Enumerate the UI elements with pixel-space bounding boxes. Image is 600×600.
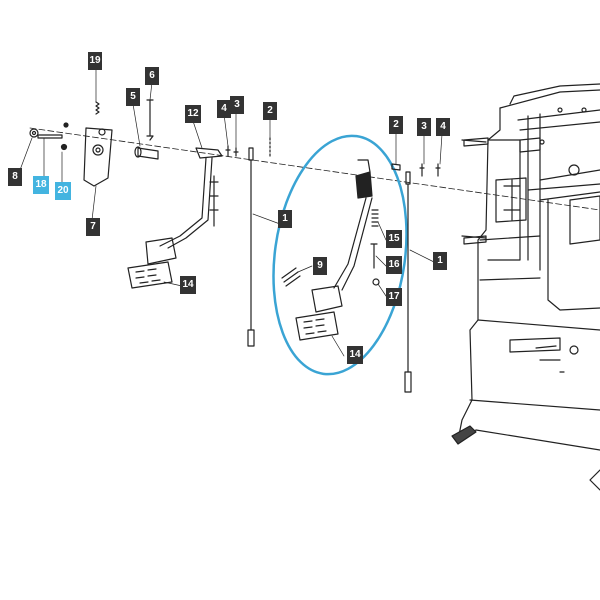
callout-12: 12 (185, 105, 201, 123)
rod-1-right (404, 171, 412, 393)
left-hardware-stack (29, 122, 69, 151)
callout-18: 18 (33, 176, 49, 194)
callout-8: 8 (8, 168, 22, 186)
leader-lines (19, 69, 443, 357)
callout-14-left: 14 (180, 276, 196, 294)
brake-pedal-assembly (281, 159, 380, 341)
callout-2-right: 2 (389, 116, 403, 134)
callout-14-right: 14 (347, 346, 363, 364)
callout-1-left: 1 (278, 210, 292, 228)
callout-3-right: 3 (417, 118, 431, 136)
callout-15: 15 (386, 230, 402, 248)
spring-15 (371, 209, 379, 227)
spring-19 (95, 101, 100, 115)
rod-1-left (247, 147, 255, 347)
clutch-pedal-assembly (127, 147, 223, 289)
callout-19: 19 (88, 52, 102, 70)
hardware-3-right (419, 163, 425, 177)
chassis-frame (451, 83, 600, 491)
hardware-4-left (225, 145, 231, 157)
highlight-ring (272, 134, 408, 376)
pedal-pad-right (295, 311, 339, 341)
pedal-bracket-plate (83, 127, 113, 187)
spring-9 (281, 267, 301, 287)
callout-1-right: 1 (433, 252, 447, 270)
callout-5: 5 (126, 88, 140, 106)
nut-17 (372, 278, 380, 286)
callout-20: 20 (55, 182, 71, 200)
callout-2-left: 2 (263, 102, 277, 120)
bushing-5 (134, 146, 159, 160)
callout-3-left: 3 (230, 96, 244, 114)
callout-4-left: 4 (217, 100, 231, 118)
hardware-3-left (233, 147, 239, 157)
bolt-16 (370, 243, 378, 269)
pedal-pad-left (127, 261, 173, 289)
shaft-axis-line (29, 127, 600, 211)
pin-6 (146, 99, 154, 141)
callout-4-right: 4 (436, 118, 450, 136)
callout-7: 7 (86, 218, 100, 236)
hardware-4-right (435, 163, 441, 177)
callout-9: 9 (313, 257, 327, 275)
callout-6: 6 (145, 67, 159, 85)
callout-17: 17 (386, 288, 402, 306)
hardware-2-right (391, 163, 401, 171)
callout-16: 16 (386, 256, 402, 274)
